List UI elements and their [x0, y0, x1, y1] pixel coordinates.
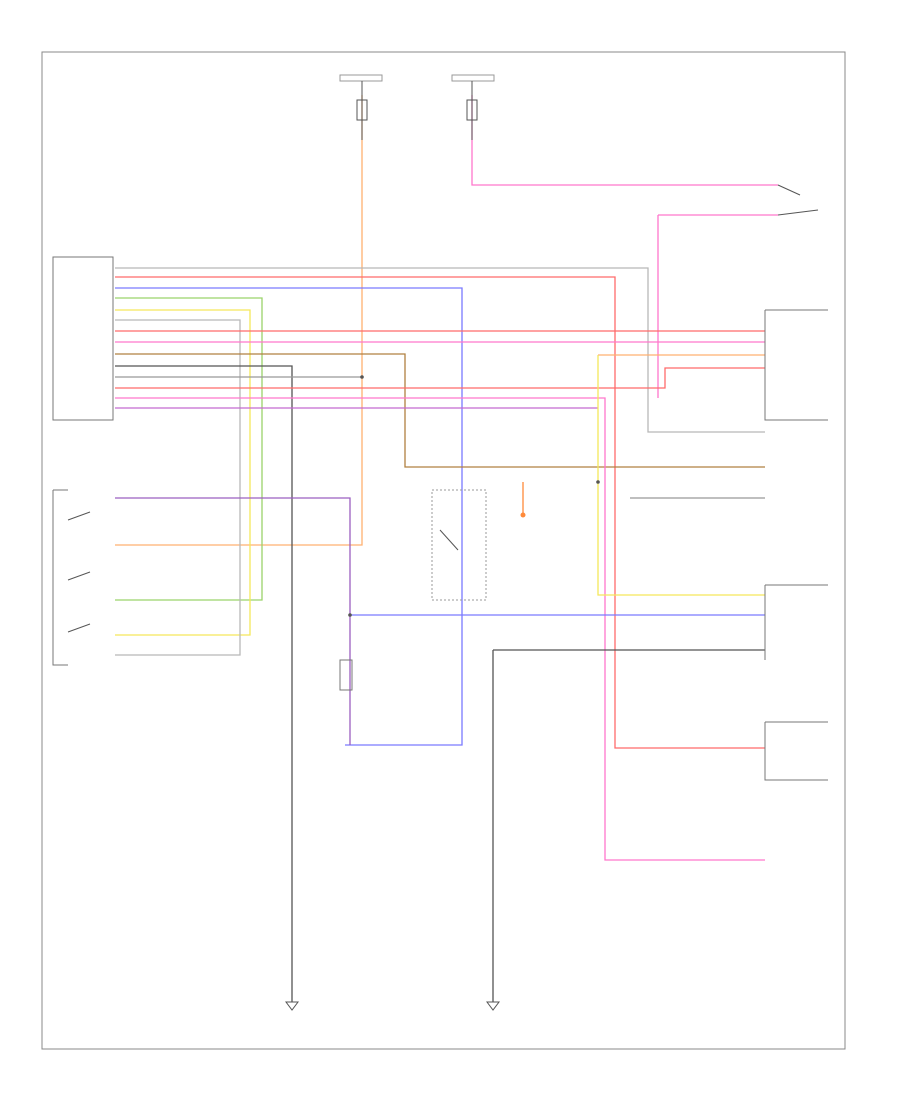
wire-red-12 — [115, 367, 765, 389]
ground-right — [486, 905, 500, 1011]
wire-gray-6 — [115, 319, 241, 656]
cruise-control-module — [52, 256, 114, 421]
wire-yellow-conn — [597, 355, 765, 596]
actuator — [764, 721, 828, 781]
wire-dark-10 — [115, 365, 293, 905]
wire-yellow-5 — [115, 309, 251, 636]
wire-red-2 — [115, 276, 765, 749]
clutch-switch-center — [431, 489, 526, 601]
fuse-box-right — [451, 74, 495, 140]
wire-gray-1 — [115, 267, 765, 433]
diagram-frame — [41, 51, 846, 1050]
fuse-box-left — [339, 74, 383, 140]
wire-green-4 — [115, 297, 263, 601]
speed-sensor — [764, 584, 828, 660]
cruise-control-switch — [52, 489, 91, 666]
wires — [115, 95, 778, 905]
wire-purple-switch — [115, 497, 351, 745]
wire-brown-9 — [115, 353, 765, 468]
junction-dots — [348, 375, 600, 617]
relay-box — [339, 659, 353, 691]
right-connector — [764, 309, 828, 421]
brake-pedal-switch — [777, 184, 819, 216]
ground-left — [285, 905, 299, 1011]
wire-pink-13 — [115, 397, 765, 861]
wire-pink-fuse-right — [471, 95, 778, 186]
wire-blue-3 — [115, 287, 463, 746]
wire-orange-fuse-left — [115, 95, 363, 546]
